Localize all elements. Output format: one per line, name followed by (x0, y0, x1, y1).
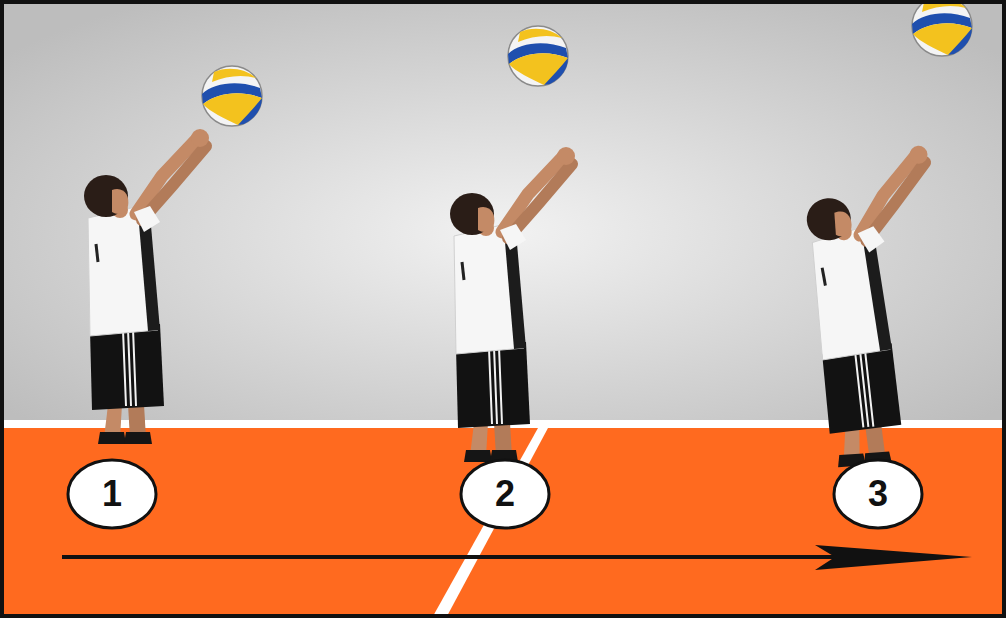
step-number: 2 (459, 458, 551, 530)
number-ellipse-outline (461, 460, 549, 528)
direction-arrow-shaft (62, 555, 930, 559)
step-number: 1 (66, 458, 158, 530)
step-number: 3 (832, 458, 924, 530)
player-figure (802, 145, 949, 468)
player-figure (450, 147, 575, 462)
volleyball (202, 66, 262, 126)
direction-arrow-head (815, 545, 972, 570)
callout-number: 3 (868, 476, 888, 512)
callout-number: 2 (495, 476, 515, 512)
player-figure (84, 129, 209, 444)
callout-number: 1 (102, 476, 122, 512)
number-ellipse-outline (834, 460, 922, 528)
volleyball (508, 26, 568, 86)
volleyball (912, 0, 972, 56)
number-ellipse-outline (68, 460, 156, 528)
